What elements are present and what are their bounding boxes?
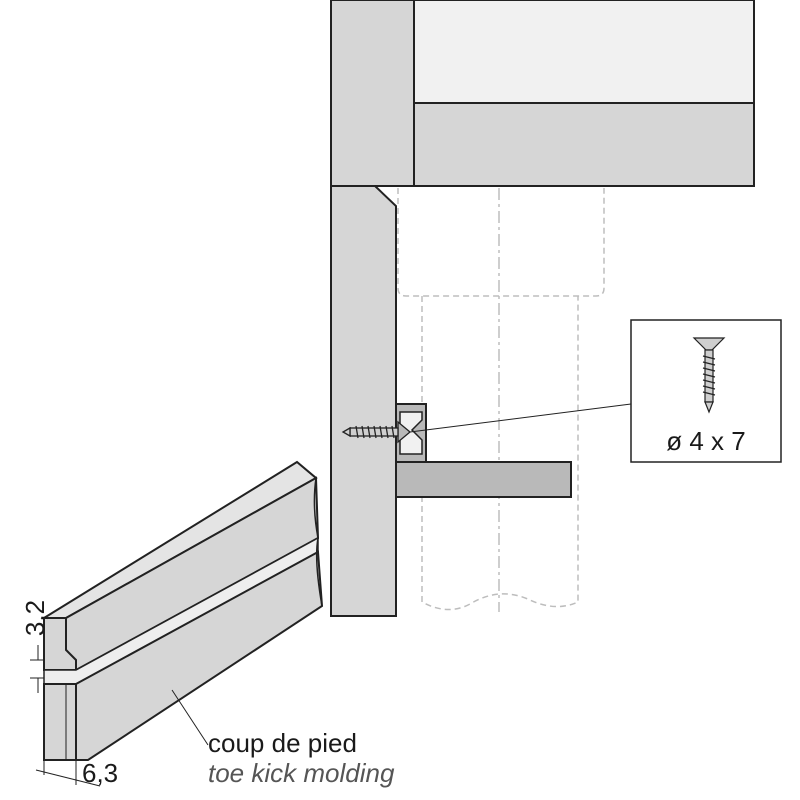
hidden-leg — [397, 188, 605, 612]
callout-leader-line — [409, 403, 632, 433]
bracket-arm — [395, 461, 572, 498]
screw-in-panel — [341, 420, 412, 444]
french-label: coup de pied — [208, 728, 357, 758]
bracket-slot — [399, 411, 423, 455]
height-dimension — [30, 645, 44, 693]
screw-icon — [692, 337, 726, 414]
leg-shaft-outline — [421, 296, 579, 611]
cabinet-side-panel — [330, 0, 415, 187]
clip-bracket — [395, 403, 572, 498]
leg-top-outline — [397, 188, 605, 297]
screw-tip — [341, 426, 351, 438]
toe-kick-panel — [330, 185, 397, 617]
cabinet-box — [330, 0, 755, 187]
molding-end-face — [43, 683, 77, 761]
toe-kick-molding — [40, 460, 324, 761]
height-dimension-label: 3,2 — [20, 600, 50, 636]
screw-spec-label: ø 4 x 7 — [666, 426, 745, 456]
thickness-dimension — [35, 760, 101, 787]
screw-thread — [355, 425, 395, 439]
molding-break-line — [296, 461, 323, 607]
english-label: toe kick molding — [208, 758, 395, 788]
screw-callout: ø 4 x 7 — [630, 319, 782, 463]
toe-kick-panel-body — [330, 185, 397, 617]
label-leader-line — [171, 689, 209, 746]
cabinet-bottom-panel — [413, 102, 755, 187]
thickness-dimension-label: 6,3 — [82, 758, 118, 788]
cabinet-interior — [413, 0, 755, 104]
